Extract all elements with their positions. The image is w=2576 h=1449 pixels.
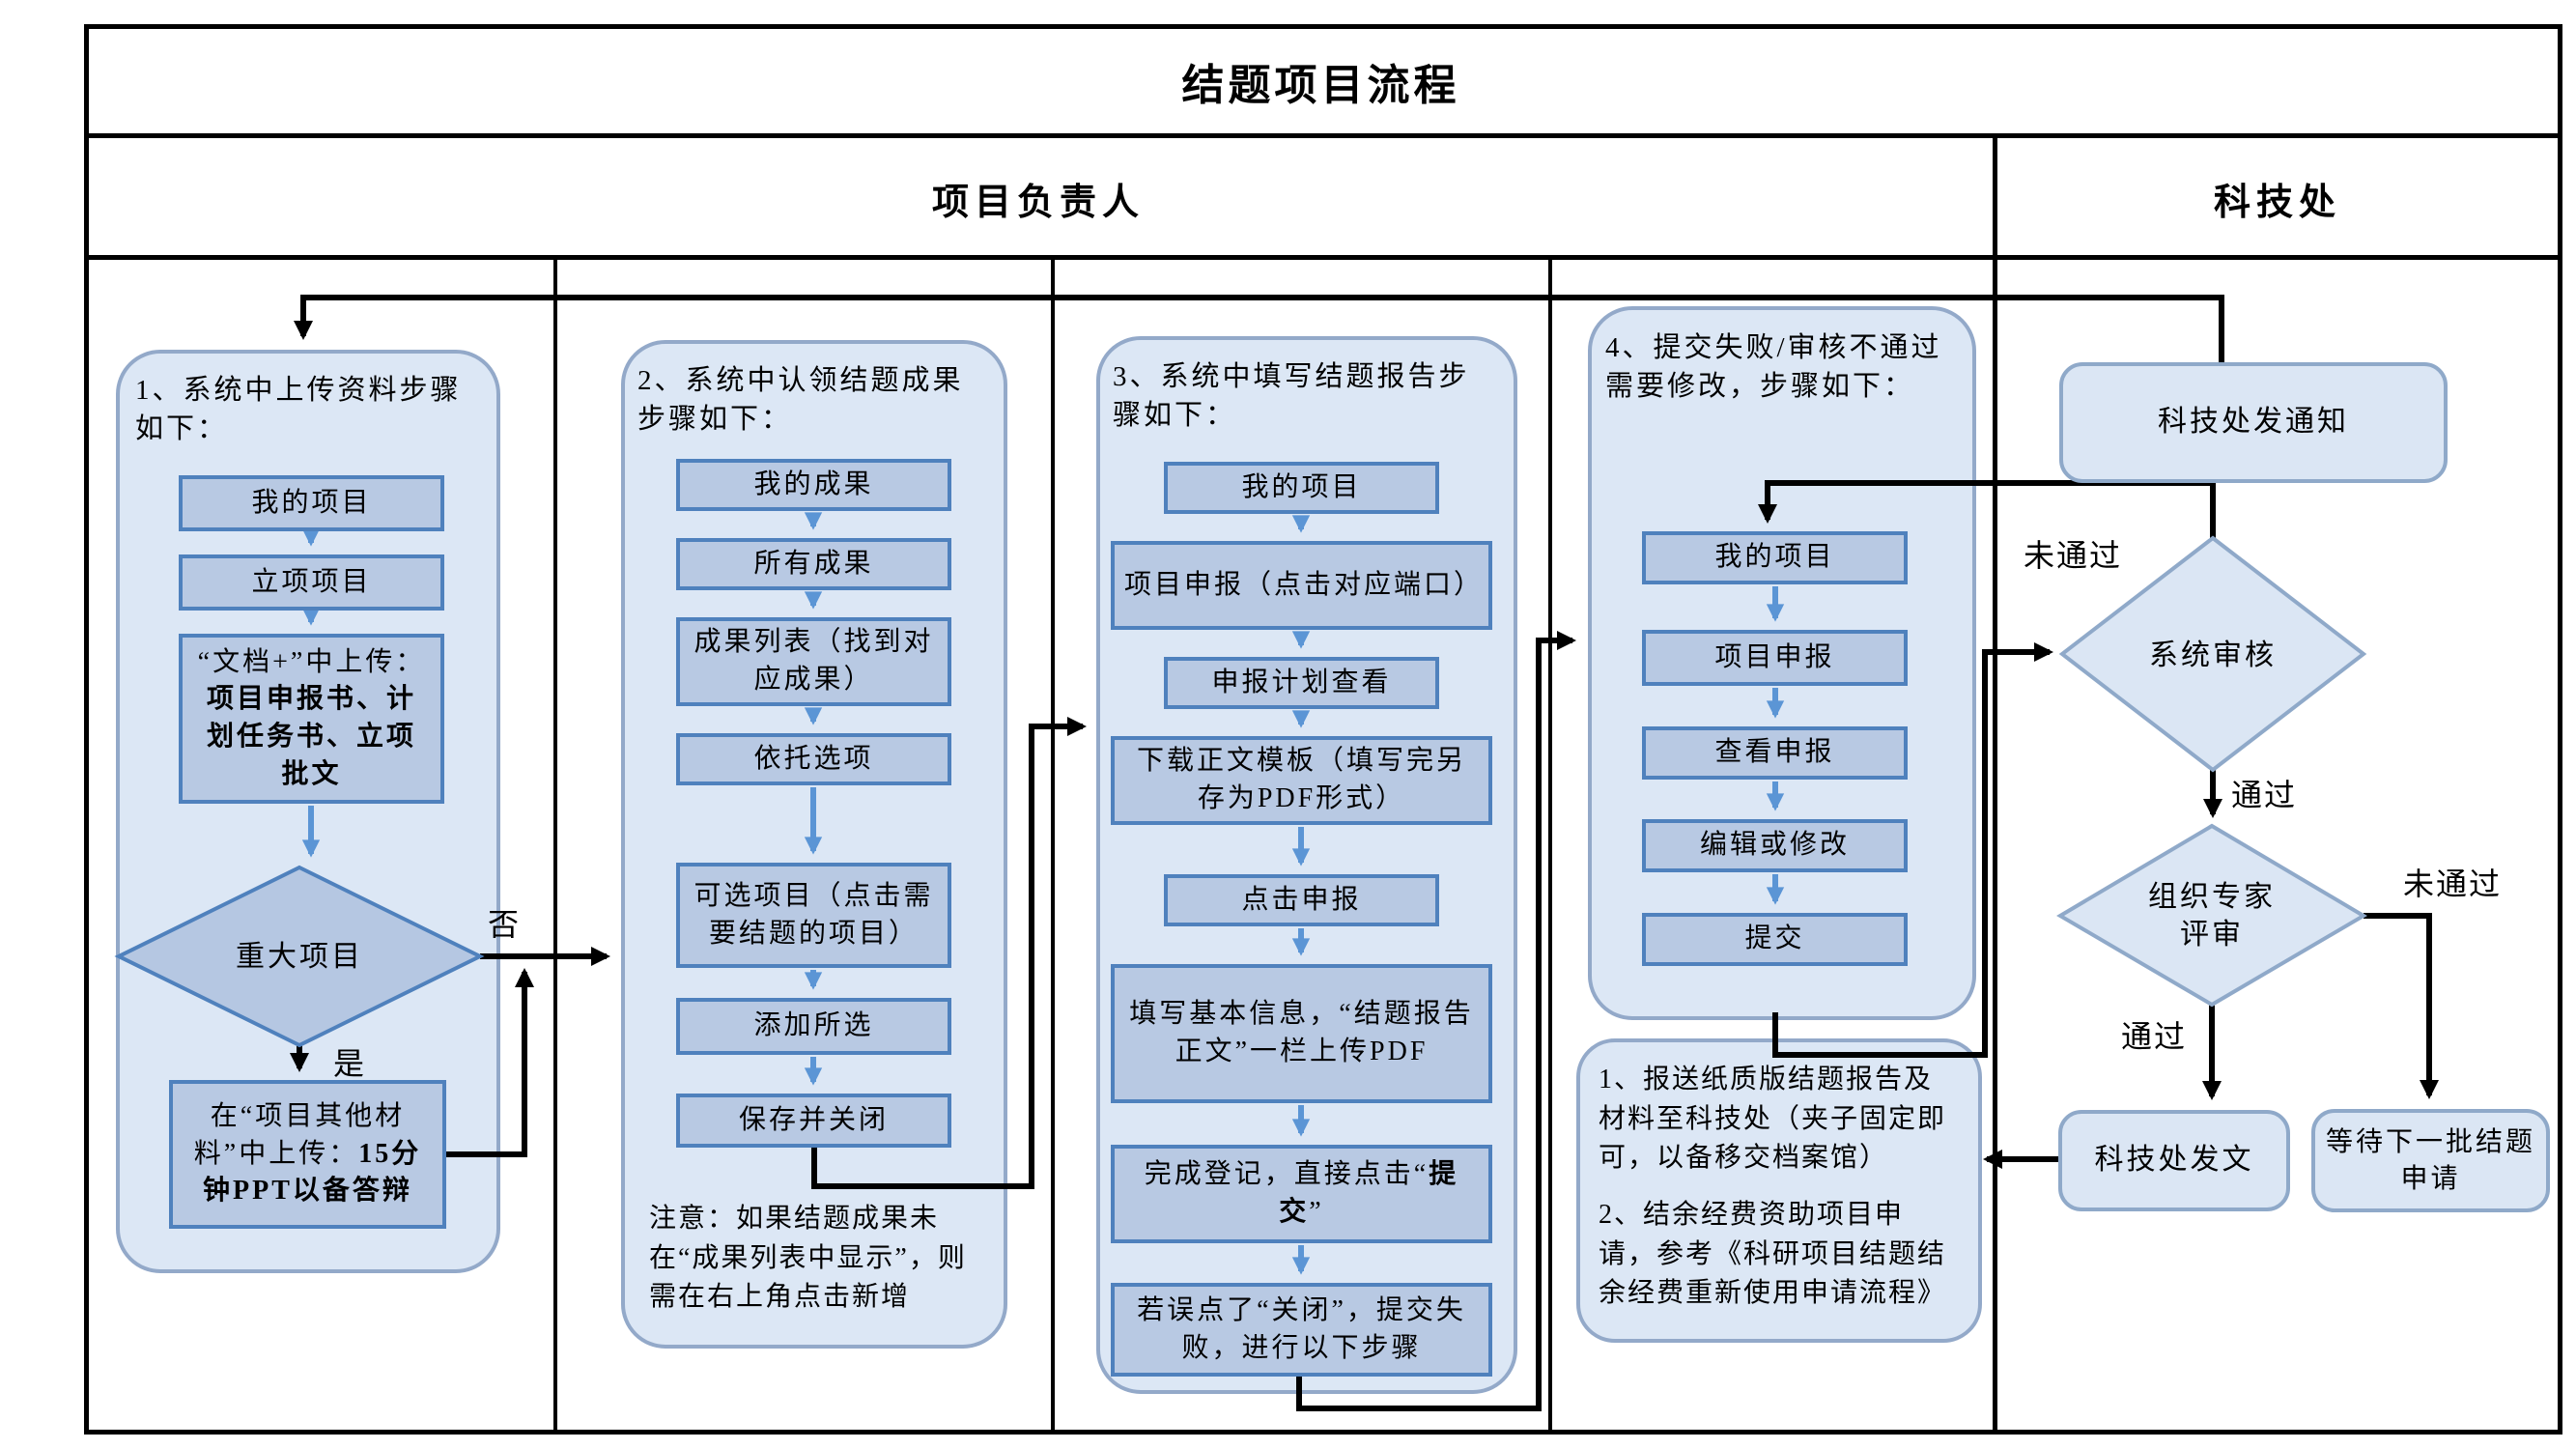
step-click-apply: 点击申报: [1164, 874, 1439, 926]
lane-divider: [1993, 133, 1997, 1430]
office-wait-next-batch-box: 等待下一批结题申请: [2311, 1109, 2550, 1212]
note-paper-report: 1、报送纸质版结题报告及材料至科技处（夹子固定即可，以备移交档案馆）: [1599, 1065, 1947, 1174]
step-all-results: 所有成果: [676, 538, 951, 590]
step-optional-projects: 可选项目（点击需要结题的项目）: [676, 863, 951, 968]
branch-label-no: 否: [488, 907, 522, 942]
step-upload-documents: “文档+”中上传： 项目申报书、计划任务书、立项批文: [179, 634, 444, 804]
step-my-projects-1: 我的项目: [179, 475, 444, 531]
column-divider-2: [1051, 255, 1055, 1430]
step-fill-basic-info: 填写基本信息，“结题报告正文”一栏上传PDF: [1111, 964, 1492, 1103]
step-view-application-plan: 申报计划查看: [1164, 657, 1439, 709]
step-complete-and-submit: 完成登记，直接点击“提交”: [1111, 1145, 1492, 1243]
branch-label-system-pass: 通过: [2231, 778, 2298, 812]
step-project-application-4: 项目申报: [1642, 630, 1908, 686]
step-result-list: 成果列表（找到对应成果）: [676, 617, 951, 706]
step-edit-or-modify: 编辑或修改: [1642, 819, 1908, 872]
step-reliance-option: 依托选项: [676, 733, 951, 785]
step-upload-ppt-bold: 15分钟PPT以备答辩: [203, 1138, 422, 1207]
group-3-header: 3、系统中填写结题报告步骤如下：: [1113, 361, 1470, 432]
step-submit: 提交: [1642, 913, 1908, 966]
step-approved-projects: 立项项目: [179, 554, 444, 611]
step-my-projects-4: 我的项目: [1642, 531, 1908, 584]
step-project-application-port: 项目申报（点击对应端口）: [1111, 541, 1492, 630]
column-divider-3: [1548, 255, 1552, 1430]
lane-header-divider: [84, 255, 2558, 260]
decision-expert-review-label: 组织专家评审: [2148, 881, 2276, 951]
office-issue-box: 科技处发文: [2058, 1110, 2290, 1211]
step-my-projects-3: 我的项目: [1164, 462, 1439, 514]
step-my-results: 我的成果: [676, 459, 951, 511]
step-complete-post: ”: [1309, 1197, 1324, 1227]
step-misclick-close: 若误点了“关闭”，提交失败，进行以下步骤: [1111, 1283, 1492, 1377]
step-save-and-close: 保存并关闭: [676, 1094, 951, 1148]
group-2-note: 注意：如果结题成果未在“成果列表中显示”，则需在右上角点击新增: [649, 1204, 967, 1313]
step-upload-documents-bold: 项目申报书、计划任务书、立项批文: [206, 684, 416, 789]
column-divider-1: [553, 255, 557, 1430]
branch-label-expert-pass: 通过: [2121, 1019, 2188, 1054]
table-outer-border: [84, 24, 2562, 1435]
step-upload-ppt-text: 在“项目其他材料”中上传：: [193, 1101, 406, 1169]
group-1-header: 1、系统中上传资料步骤如下：: [135, 375, 462, 445]
group-2-header: 2、系统中认领结题成果步骤如下：: [637, 365, 964, 436]
step-add-selected: 添加所选: [676, 998, 951, 1055]
office-notify-box: 科技处发通知: [2059, 362, 2448, 483]
step-download-template: 下载正文模板（填写完另存为PDF形式）: [1111, 736, 1492, 825]
step-upload-documents-text: “文档+”中上传：: [197, 646, 426, 677]
group-4-header: 4、提交失败/审核不通过需要修改，步骤如下：: [1605, 332, 1942, 403]
decision-system-review-label: 系统审核: [2149, 639, 2277, 671]
branch-label-yes: 是: [333, 1046, 367, 1081]
note-surplus-funds: 2、结余经费资助项目申请，参考《科研项目结题结余经费重新使用申请流程》: [1599, 1200, 1947, 1309]
branch-label-expert-fail: 未通过: [2403, 867, 2503, 901]
step-view-application: 查看申报: [1642, 726, 1908, 780]
title-row-divider: [84, 133, 2558, 138]
lane-label-leader: 项目负责人: [931, 183, 1145, 223]
page-title: 结题项目流程: [1181, 62, 1460, 109]
lane-label-office: 科技处: [2213, 183, 2341, 223]
step-complete-text: 完成登记，直接点击“: [1144, 1159, 1430, 1190]
decision-major-project-label: 重大项目: [236, 940, 363, 973]
branch-label-system-fail: 未通过: [2024, 538, 2123, 573]
step-upload-ppt: 在“项目其他材料”中上传：15分钟PPT以备答辩: [169, 1080, 446, 1229]
